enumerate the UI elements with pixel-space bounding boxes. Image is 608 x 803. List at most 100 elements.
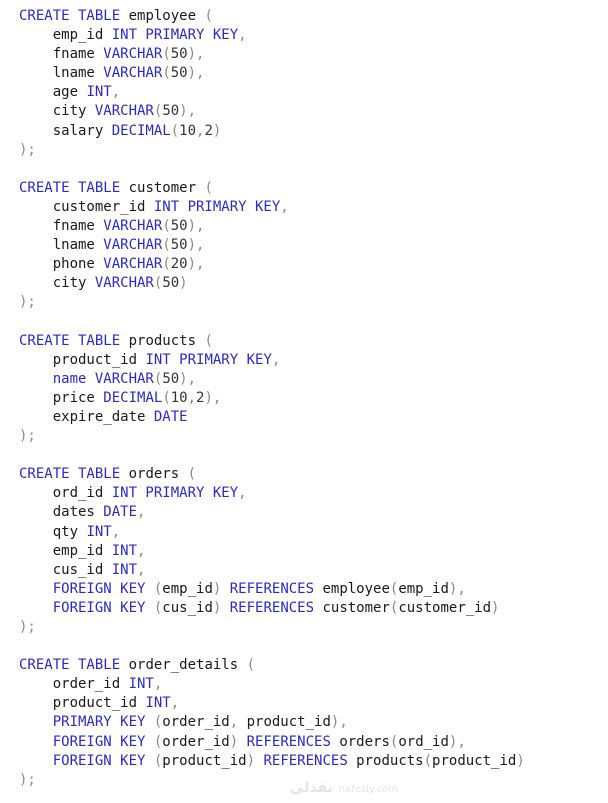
sql-punctuation: , (238, 27, 247, 44)
sql-punctuation: ), (448, 580, 466, 597)
sql-identifier: customer (314, 599, 390, 616)
sql-identifier: age (19, 84, 87, 101)
sql-punctuation: ( (153, 275, 163, 292)
sql-number: 50 (162, 370, 180, 387)
code-line: qty INT, (19, 523, 525, 542)
sql-keyword: DECIMAL (103, 389, 163, 406)
sql-punctuation: ), (187, 256, 205, 273)
code-line: expire_date DATE (19, 408, 525, 427)
code-line: order_id INT, (19, 675, 525, 694)
code-line: product_id INT PRIMARY KEY, (19, 351, 525, 370)
code-line: customer_id INT PRIMARY KEY, (19, 198, 525, 217)
sql-punctuation: ), (187, 237, 205, 254)
sql-punctuation: ( (145, 714, 163, 731)
sql-keyword: VARCHAR (103, 256, 163, 273)
code-line (19, 160, 525, 179)
sql-identifier (19, 600, 53, 616)
sql-punctuation: ), (330, 714, 348, 731)
sql-punctuation: ), (204, 389, 222, 406)
code-line: fname VARCHAR(50), (19, 45, 525, 64)
sql-identifier: customer (120, 179, 205, 196)
sql-punctuation: ( (204, 332, 213, 349)
sql-identifier: city (19, 103, 95, 120)
sql-punctuation: , (137, 504, 146, 521)
sql-punctuation: ) (516, 752, 525, 769)
sql-identifier: cus_id (162, 599, 213, 616)
code-line: ord_id INT PRIMARY KEY, (19, 484, 525, 503)
sql-keyword: INT (128, 676, 154, 693)
sql-punctuation: , (111, 523, 121, 540)
sql-keyword: DATE (103, 504, 138, 521)
sql-code-block: CREATE TABLE employee ( emp_id INT PRIMA… (19, 7, 525, 790)
sql-punctuation: ( (145, 752, 163, 769)
sql-keyword: VARCHAR (103, 65, 163, 82)
sql-punctuation: ), (187, 218, 205, 235)
code-line: name VARCHAR(50), (19, 370, 525, 389)
code-line: lname VARCHAR(50), (19, 236, 525, 255)
sql-identifier: city (19, 275, 95, 292)
sql-identifier (19, 714, 53, 730)
sql-punctuation: ( (153, 103, 163, 120)
sql-punctuation: , (280, 198, 289, 215)
sql-punctuation: , (229, 714, 247, 731)
sql-identifier: ord_id (19, 485, 112, 502)
code-line: CREATE TABLE customer ( (19, 179, 525, 198)
sql-identifier (19, 581, 53, 597)
sql-keyword: VARCHAR (103, 46, 163, 63)
sql-identifier: salary (19, 122, 112, 139)
code-line: ); (19, 618, 525, 637)
sql-keyword: VARCHAR (94, 103, 154, 120)
sql-keyword: REFERENCES (255, 752, 348, 769)
code-line: FOREIGN KEY (product_id) REFERENCES prod… (19, 752, 525, 771)
sql-punctuation: ( (423, 752, 433, 769)
sql-punctuation: ( (162, 65, 171, 82)
code-line: city VARCHAR(50) (19, 274, 525, 293)
sql-punctuation: ( (389, 580, 399, 597)
sql-punctuation: ( (145, 580, 163, 597)
sql-punctuation: ) (246, 752, 256, 769)
sql-punctuation: ) (212, 599, 222, 616)
sql-punctuation: ), (179, 103, 197, 120)
sql-punctuation: , (153, 676, 163, 693)
sql-keyword: CREATE TABLE (19, 332, 121, 349)
sql-punctuation: ), (187, 46, 205, 63)
sql-punctuation: , (196, 122, 205, 139)
sql-keyword: INT PRIMARY KEY (111, 485, 239, 502)
sql-identifier: products (120, 332, 205, 349)
sql-number: 50 (170, 46, 188, 63)
sql-number: 50 (170, 218, 188, 235)
code-line (19, 637, 525, 656)
code-line (19, 446, 525, 465)
sql-punctuation: ( (187, 466, 197, 483)
sql-punctuation: ), (448, 733, 466, 750)
sql-identifier: order_details (120, 657, 247, 674)
sql-identifier: product_id (246, 714, 331, 731)
code-line: price DECIMAL(10,2), (19, 389, 525, 408)
sql-identifier: customer_id (398, 599, 492, 616)
sql-keyword: REFERENCES (238, 733, 331, 750)
sql-punctuation: ( (204, 8, 213, 24)
sql-keyword: REFERENCES (221, 599, 315, 616)
code-line: ); (19, 141, 525, 160)
sql-keyword: INT (86, 84, 112, 101)
code-line: cus_id INT, (19, 561, 525, 580)
code-line: city VARCHAR(50), (19, 102, 525, 121)
sql-keyword: CREATE TABLE (19, 466, 121, 483)
sql-identifier: emp_id (398, 580, 449, 597)
sql-number: 2 (196, 389, 205, 406)
sql-identifier: expire_date (19, 408, 154, 425)
sql-punctuation: ( (170, 122, 180, 139)
sql-identifier: phone (19, 256, 104, 273)
sql-punctuation: ); (19, 428, 36, 445)
sql-punctuation: , (271, 351, 281, 368)
sql-number: 50 (162, 275, 180, 292)
code-line: emp_id INT PRIMARY KEY, (19, 26, 525, 45)
sql-identifier: order_id (162, 733, 230, 750)
sql-keyword: INT PRIMARY KEY (111, 27, 239, 44)
sql-keyword: INT PRIMARY KEY (153, 198, 281, 215)
sql-identifier: emp_id (19, 542, 112, 559)
code-line: ); (19, 293, 525, 312)
sql-number: 10 (179, 122, 197, 139)
code-line: FOREIGN KEY (emp_id) REFERENCES employee… (19, 580, 525, 599)
code-line: ); (19, 427, 525, 446)
